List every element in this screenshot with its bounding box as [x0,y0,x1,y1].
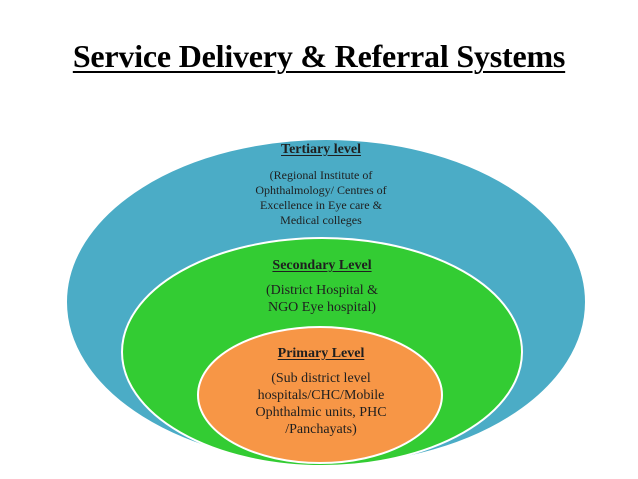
secondary-level-heading: Secondary Level [272,258,372,273]
tertiary-level-description: (Regional Institute of Ophthalmology/ Ce… [255,168,387,227]
tertiary-level-text: Tertiary level (Regional Institute of Op… [226,142,416,228]
secondary-level-text: Secondary Level (District Hospital & NGO… [236,258,408,316]
primary-level-heading: Primary Level [277,346,365,361]
slide-title: Service Delivery & Referral Systems [72,38,566,74]
secondary-level-description: (District Hospital & NGO Eye hospital) [266,283,378,315]
primary-level-description: (Sub district level hospitals/CHC/Mobile… [255,371,387,437]
tertiary-level-heading: Tertiary level [281,142,361,157]
primary-level-text: Primary Level (Sub district level hospit… [226,346,416,438]
primary-level-ellipse [197,326,443,464]
